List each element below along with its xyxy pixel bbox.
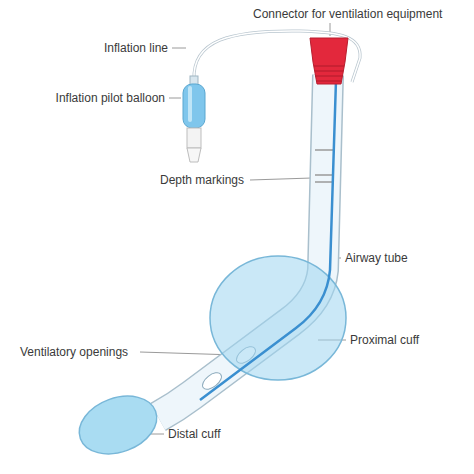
part-label: Connector for ventilation equipment (253, 6, 442, 22)
balloon-shine (188, 86, 192, 122)
part-label: Inflation pilot balloon (56, 90, 165, 106)
part-label: Inflation line (104, 40, 168, 56)
part-label: Distal cuff (168, 426, 220, 442)
depth-marks (315, 150, 333, 182)
connector (310, 38, 348, 84)
connector-threads (314, 66, 344, 81)
valve (187, 128, 201, 148)
part-label: Depth markings (160, 172, 244, 188)
part-label: Airway tube (345, 250, 408, 266)
valve-tip (187, 148, 201, 162)
pilot-balloon (183, 84, 205, 128)
part-label: Ventilatory openings (20, 344, 128, 360)
leader-lines (140, 23, 346, 434)
proximal-cuff (210, 256, 346, 380)
part-label: Proximal cuff (350, 332, 419, 348)
distal-cuff (71, 386, 165, 464)
inflation-channel (200, 80, 336, 400)
ventilatory-opening (200, 369, 225, 392)
